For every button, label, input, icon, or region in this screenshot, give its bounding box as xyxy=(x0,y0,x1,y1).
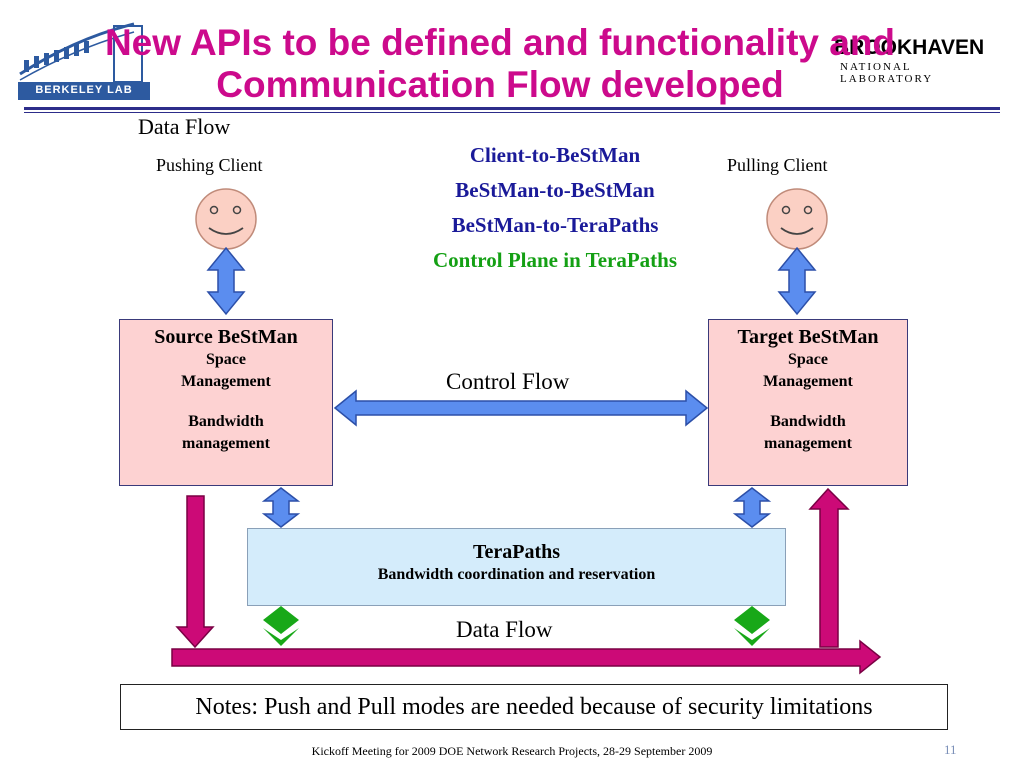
pushing-client-face-icon xyxy=(195,188,257,250)
data-flow-top-label: Data Flow xyxy=(138,114,231,139)
title-divider xyxy=(24,107,1000,110)
api-item-bestman-bestman: BeStMan-to-BeStMan xyxy=(455,178,655,202)
api-list: Client-to-BeStMan BeStMan-to-BeStMan BeS… xyxy=(380,138,730,278)
berkeley-lab-logo-graphic xyxy=(18,22,150,100)
terapaths-dataflow-right-arrow-icon xyxy=(734,606,770,646)
target-bw-management-line: management xyxy=(764,435,852,452)
api-item-control-plane: Control Plane in TeraPaths xyxy=(432,248,678,272)
target-terapaths-arrow-icon xyxy=(732,487,772,528)
pushing-client-label: Pushing Client xyxy=(156,155,263,175)
terapaths-dataflow-left-arrow-icon xyxy=(263,606,299,646)
target-bestman-title: Target BeStMan xyxy=(737,326,879,348)
terapaths-title: TeraPaths xyxy=(472,541,561,563)
berkeley-lab-logo: BERKELEY LAB xyxy=(16,18,154,102)
source-management-line: Management xyxy=(181,373,271,390)
api-item-bestman-terapaths: BeStMan-to-TeraPaths xyxy=(451,213,659,237)
page-number: 11 xyxy=(944,742,957,757)
slide-title-line-2: Communication Flow developed xyxy=(216,64,784,105)
berkeley-lab-logo-text: BERKELEY LAB xyxy=(35,84,133,96)
client-target-arrow-icon xyxy=(777,246,817,316)
title-divider-thin xyxy=(24,112,1000,113)
api-item-client-bestman: Client-to-BeStMan xyxy=(469,143,641,167)
source-space-line: Space xyxy=(206,351,246,368)
source-bestman-title: Source BeStMan xyxy=(154,326,298,348)
brookhaven-logo: BROOKHAVEN NATIONAL LABORATORY xyxy=(826,36,1006,85)
brookhaven-logo-main: BROOKHAVEN xyxy=(834,36,985,59)
pulling-client-face-icon xyxy=(766,188,828,250)
source-data-down-arrow-icon xyxy=(175,495,215,649)
source-bandwidth-line: Bandwidth xyxy=(188,413,264,430)
control-flow-arrow-icon xyxy=(333,389,709,427)
pulling-client-label: Pulling Client xyxy=(727,155,828,175)
target-bestman-box: Target BeStMan Space Management Bandwidt… xyxy=(708,319,908,486)
target-bandwidth-line: Bandwidth xyxy=(770,413,846,430)
target-data-up-arrow-icon xyxy=(808,487,850,648)
data-flow-main-arrow-icon xyxy=(171,639,882,675)
control-flow-label: Control Flow xyxy=(446,369,570,394)
client-source-arrow-icon xyxy=(206,246,246,316)
data-flow-bottom-label: Data Flow xyxy=(456,617,553,642)
source-bestman-box: Source BeStMan Space Management Bandwidt… xyxy=(119,319,333,486)
terapaths-subtitle: Bandwidth coordination and reservation xyxy=(377,566,656,583)
footer-text: Kickoff Meeting for 2009 DOE Network Res… xyxy=(311,744,713,758)
target-management-line: Management xyxy=(763,373,853,390)
source-terapaths-arrow-icon xyxy=(261,487,301,528)
notes-box: Notes: Push and Pull modes are needed be… xyxy=(120,684,948,730)
target-space-line: Space xyxy=(788,351,828,368)
terapaths-box: TeraPaths Bandwidth coordination and res… xyxy=(247,528,786,606)
brookhaven-logo-sub: NATIONAL LABORATORY xyxy=(840,61,934,85)
slide-title-line-1: New APIs to be defined and functionality… xyxy=(104,22,896,63)
source-bw-management-line: management xyxy=(182,435,270,452)
